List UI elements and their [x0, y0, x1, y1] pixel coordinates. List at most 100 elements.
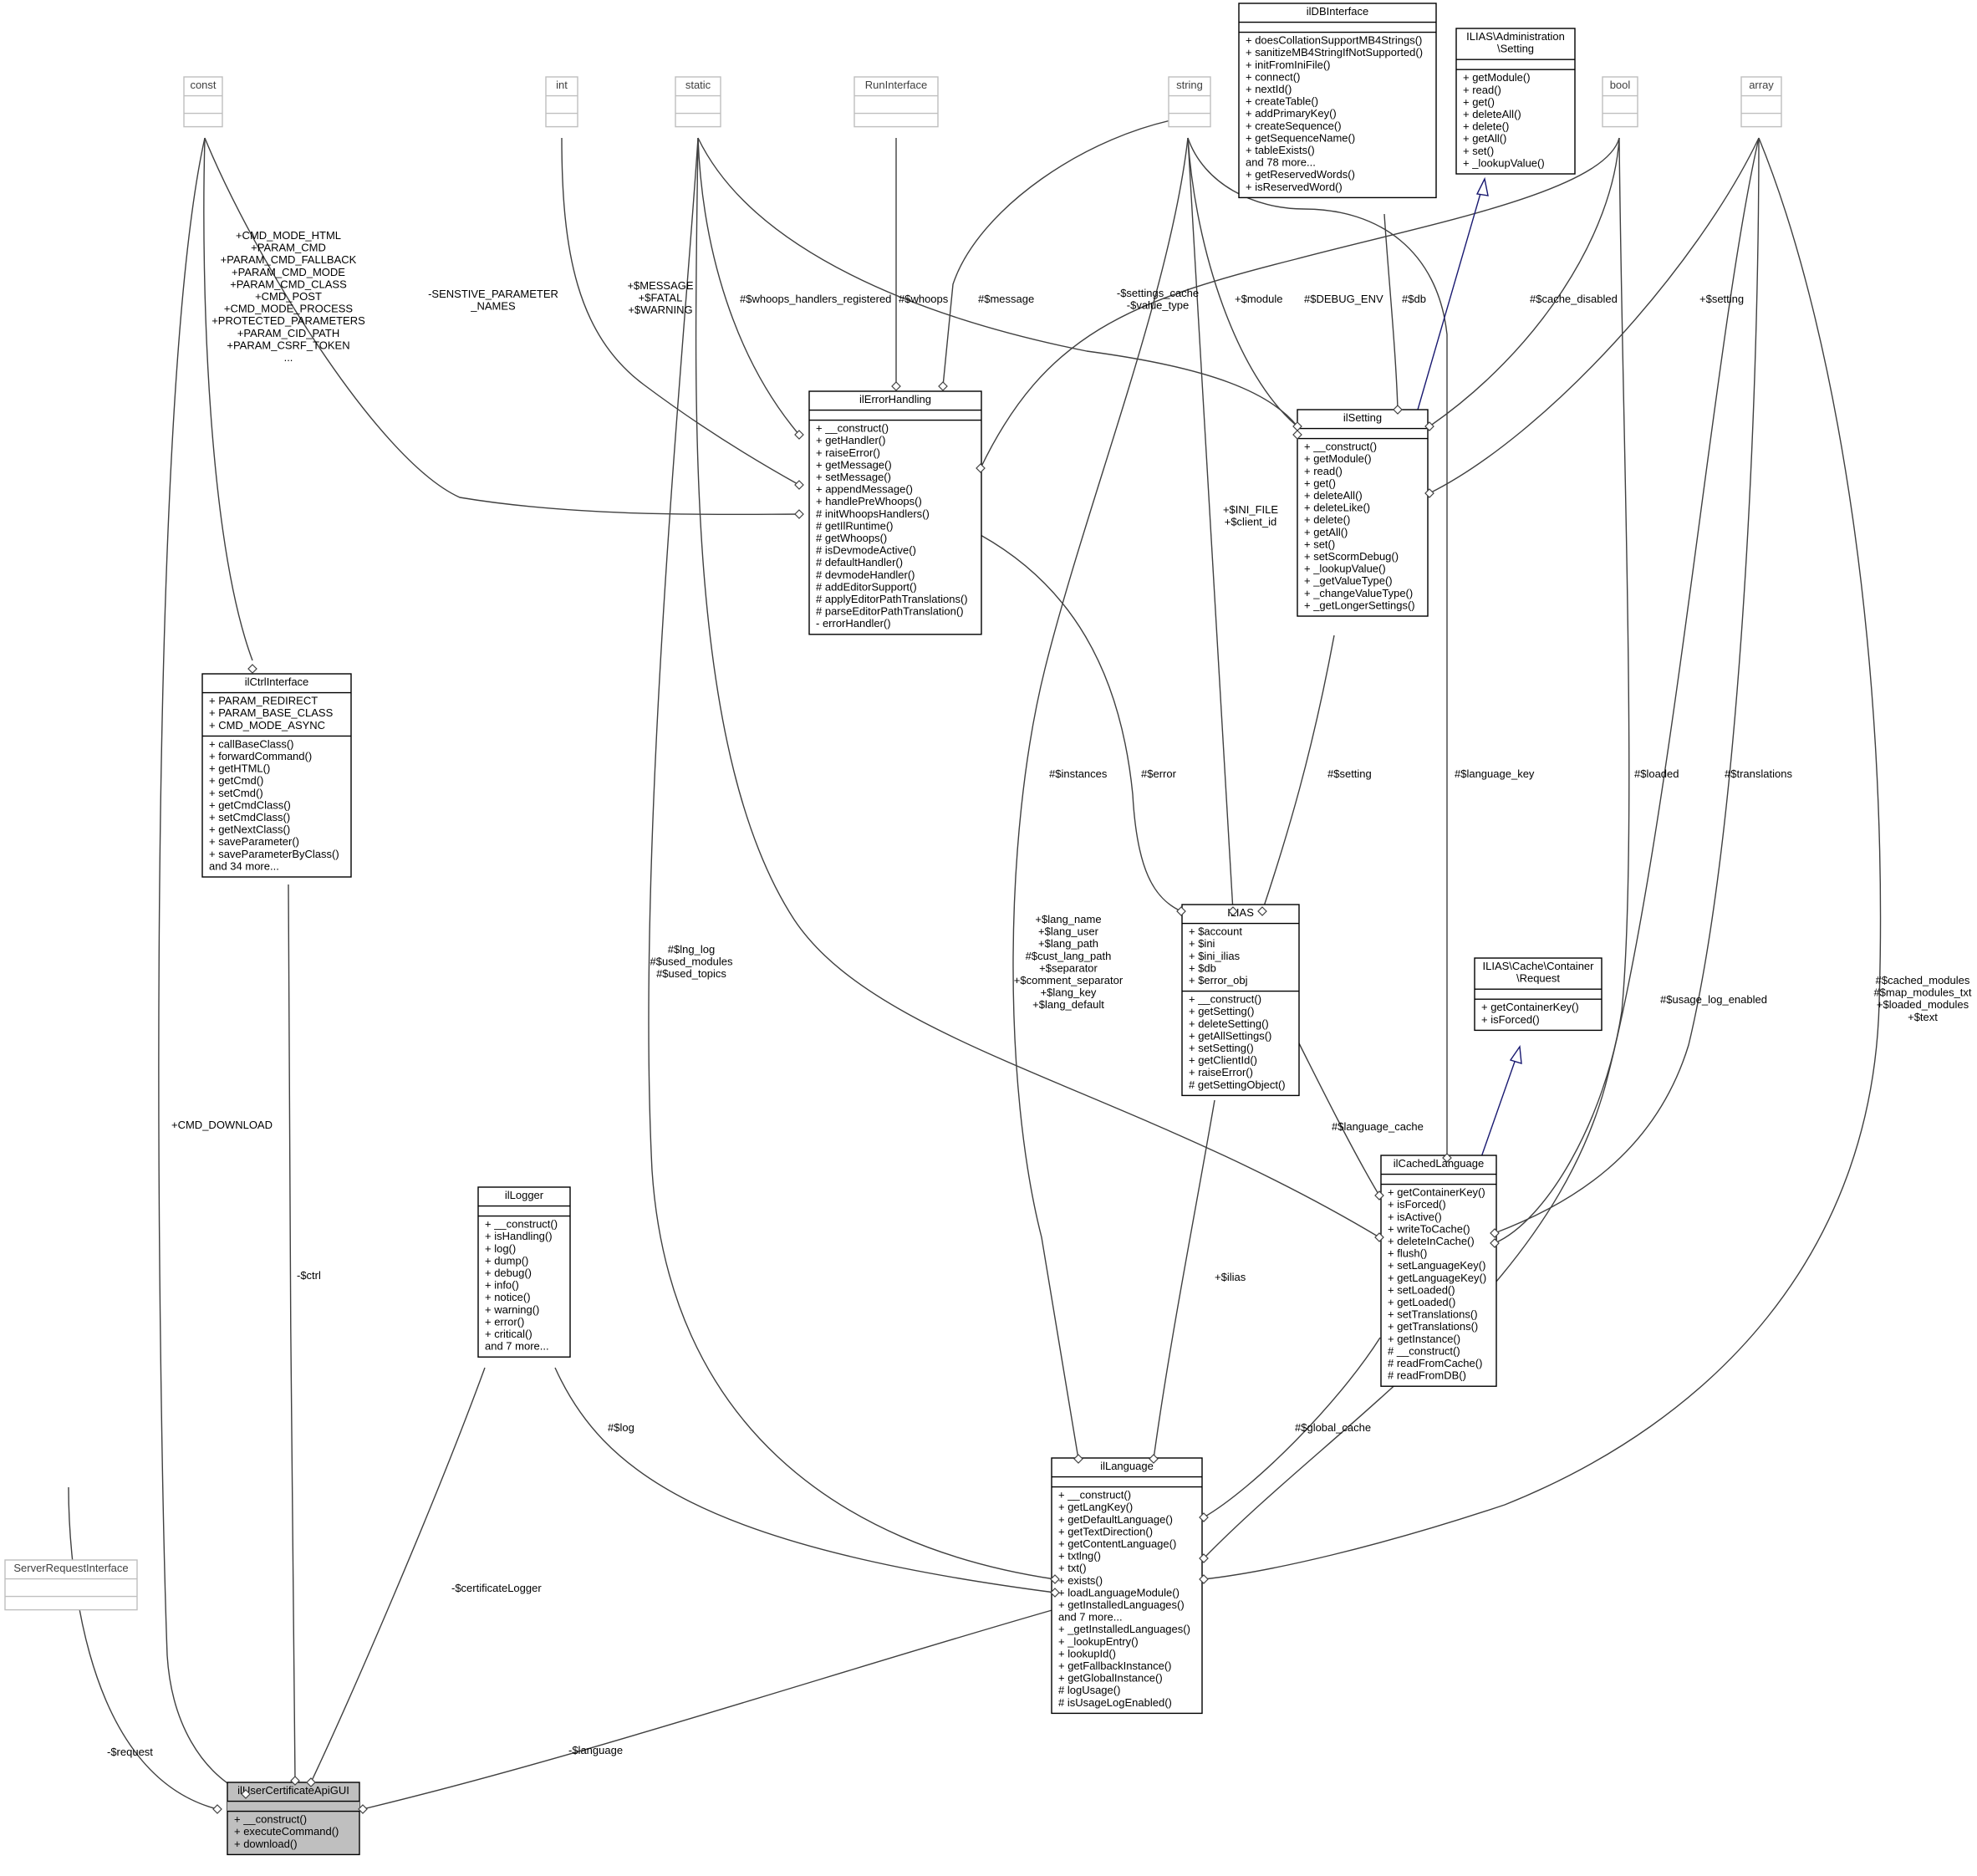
- class-method: + set(): [1304, 538, 1335, 550]
- class-method: + tableExists(): [1246, 144, 1315, 156]
- class-title: static: [685, 79, 711, 91]
- class-node-cacherequest: ILIAS\Cache\Container\Request+ getContai…: [1474, 957, 1602, 1032]
- class-node-ilcachedlanguage: ilCachedLanguage+ getContainerKey()+ isF…: [1380, 1155, 1497, 1387]
- aggregation-diamond: [1424, 421, 1434, 431]
- class-method: + getCmd(): [209, 774, 263, 787]
- class-method: + getLangKey(): [1058, 1501, 1133, 1513]
- edge-label-loaded: #$loaded: [1634, 767, 1679, 780]
- aggregation-diamond: [1393, 405, 1403, 415]
- edge-label-ilias: +$ilias: [1215, 1271, 1246, 1283]
- class-attribute: + PARAM_REDIRECT: [209, 695, 318, 707]
- class-attribute: + $error_obj: [1189, 974, 1248, 986]
- class-title: RunInterface: [865, 79, 927, 91]
- edge-label-text: #$log: [608, 1421, 634, 1434]
- edge-message: [942, 116, 1189, 387]
- edge-lang-name: [1012, 137, 1189, 1460]
- class-method: # getWhoops(): [816, 532, 887, 544]
- class-method: + delete(): [1304, 513, 1350, 526]
- class-method: + read(): [1463, 84, 1501, 96]
- class-method: + deleteAll(): [1304, 489, 1363, 502]
- class-title: ilErrorHandling: [859, 393, 931, 405]
- class-method: + isReservedWord(): [1246, 181, 1343, 193]
- class-method: + deleteLike(): [1304, 502, 1370, 514]
- edge-label-error: #$error: [1141, 767, 1177, 780]
- edge-inherit-setting-arrow: [1475, 176, 1489, 196]
- class-attribute: + CMD_MODE_ASYNC: [209, 719, 325, 732]
- class-method: + doesCollationSupportMB4Strings(): [1246, 34, 1422, 47]
- edge-label-text: +$FATAL: [639, 292, 683, 304]
- class-node-ilias: ILIAS+ $account+ $ini+ $ini_ilias+ $db+ …: [1181, 904, 1300, 1097]
- aggregation-diamond: [1050, 1574, 1060, 1584]
- aggregation-diamond: [976, 463, 986, 473]
- class-method: + nextId(): [1246, 83, 1292, 95]
- class-method: + setCmdClass(): [209, 811, 290, 823]
- edge-label-setting-hash: #$setting: [1327, 767, 1372, 780]
- class-title: ilDBInterface: [1307, 5, 1368, 18]
- class-box: [477, 1186, 571, 1358]
- class-method: # defaultHandler(): [816, 556, 903, 568]
- edge-label-text: +$WARNING: [628, 303, 692, 316]
- edge-label-text: +$text: [1908, 1011, 1938, 1023]
- class-method: + deleteAll(): [1463, 108, 1521, 120]
- class-method: + getTranslations(): [1388, 1320, 1478, 1333]
- class-box: [1181, 904, 1300, 1097]
- class-method: + getClientId(): [1189, 1054, 1257, 1067]
- class-method: + getModule(): [1304, 452, 1372, 465]
- edge-label-log: #$log: [608, 1421, 634, 1434]
- aggregation-diamond: [1257, 906, 1267, 916]
- class-title: ILIAS\Administration: [1466, 30, 1565, 43]
- edge-label-text: #$language_key: [1455, 767, 1535, 780]
- aggregation-diamond: [1199, 1553, 1209, 1563]
- class-title: ILIAS\Cache\Container: [1483, 960, 1595, 972]
- class-method: + _lookupValue(): [1463, 156, 1545, 169]
- class-method: + getContainerKey(): [1388, 1186, 1485, 1199]
- class-method: + __construct(): [485, 1218, 558, 1231]
- class-box: [675, 76, 721, 128]
- edge-whoops-reg: [697, 137, 800, 436]
- aggregation-diamond: [794, 509, 804, 519]
- edge-label-text: -$certificateLogger: [451, 1582, 542, 1594]
- edge-label-message: #$message: [978, 293, 1034, 305]
- class-method: + createSequence(): [1246, 120, 1342, 132]
- class-method: + sanitizeMB4StringIfNotSupported(): [1246, 46, 1423, 59]
- class-method: + txt(): [1058, 1562, 1087, 1574]
- edge-label-text: +PARAM_CSRF_TOKEN: [227, 339, 349, 351]
- edge-label-text: +$module: [1235, 293, 1282, 305]
- edge-label-int: +$MESSAGE+$FATAL+$WARNING: [627, 279, 693, 316]
- edge-label-whoops: #$whoops: [899, 293, 949, 305]
- class-method: + delete(): [1463, 120, 1509, 133]
- class-node-array: array: [1740, 76, 1782, 128]
- class-method: + setLoaded(): [1388, 1283, 1455, 1296]
- class-method: + getLanguageKey(): [1388, 1272, 1486, 1284]
- aggregation-diamond: [241, 1789, 251, 1799]
- aggregation-diamond: [1424, 488, 1434, 498]
- class-box: [545, 76, 578, 128]
- edge-global-cache: [1203, 1337, 1381, 1518]
- aggregation-diamond: [1199, 1512, 1209, 1522]
- class-method: + getNextClass(): [209, 823, 290, 836]
- class-node-string: string: [1168, 76, 1211, 128]
- edge-label-text: #$whoops_handlers_registered: [740, 293, 891, 305]
- aggregation-diamond: [1228, 906, 1238, 916]
- class-title: ServerRequestInterface: [13, 1562, 128, 1574]
- aggregation-diamond: [1199, 1574, 1209, 1584]
- edge-label-text: +PARAM_CMD_MODE: [232, 266, 345, 278]
- class-node-illanguage: ilLanguage+ __construct()+ getLangKey()+…: [1051, 1457, 1203, 1715]
- class-method: + txtlng(): [1058, 1550, 1101, 1562]
- edge-label-text: #$error: [1141, 767, 1177, 780]
- edge-label-setting-plus: +$setting: [1699, 293, 1744, 305]
- edge-sensitive: [204, 137, 800, 516]
- class-method: + getReservedWords(): [1246, 168, 1355, 181]
- edge-label-text: #$translations: [1725, 767, 1792, 780]
- aggregation-diamond: [794, 480, 804, 490]
- edge-label-text: #$used_modules: [650, 956, 733, 968]
- edge-setting-plus: [1429, 137, 1760, 494]
- class-method: # getIlRuntime(): [816, 519, 893, 532]
- class-method: + setMessage(): [816, 471, 891, 483]
- edge-label-text: +$lang_path: [1038, 937, 1098, 950]
- class-method: # __construct(): [1388, 1344, 1460, 1357]
- edge-label-cache-disabled: #$cache_disabled: [1530, 293, 1618, 305]
- class-method: + exists(): [1058, 1574, 1103, 1587]
- class-method: + getHandler(): [816, 434, 885, 446]
- class-method: + _lookupEntry(): [1058, 1635, 1139, 1648]
